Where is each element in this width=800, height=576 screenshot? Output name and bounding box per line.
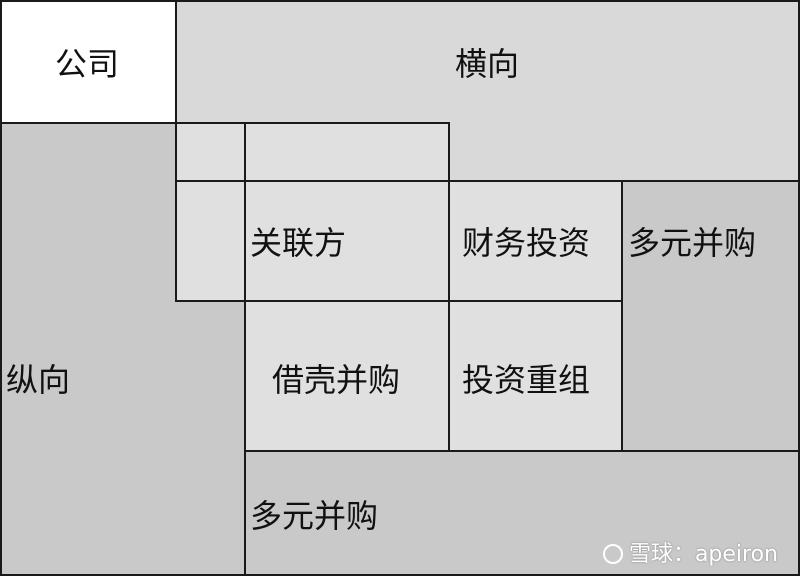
snowball-logo-icon	[602, 544, 623, 564]
diversified-ma-bottom-region	[244, 450, 800, 576]
small-cell-top-left	[175, 122, 246, 182]
vertical-label: 纵向	[6, 361, 71, 399]
horizontal-label: 横向	[455, 45, 520, 83]
diversified-ma-right-label: 多元并购	[628, 224, 757, 262]
investment-restructuring-label: 投资重组	[462, 361, 591, 399]
related-party-cell	[244, 180, 450, 302]
financial-investment-label: 财务投资	[462, 224, 591, 262]
company-cell	[0, 0, 177, 124]
investment-restructuring-cell	[448, 300, 623, 452]
related-party-label: 关联方	[250, 224, 347, 262]
watermark: 雪球：apeiron	[602, 536, 778, 568]
financial-investment-cell	[448, 180, 623, 302]
backdoor-listing-label: 借壳并购	[272, 361, 401, 399]
diversified-ma-bottom-label: 多元并购	[250, 497, 379, 535]
watermark-text: 雪球：apeiron	[628, 542, 778, 567]
small-cell-left	[175, 180, 246, 302]
company-label: 公司	[55, 45, 120, 83]
diversified-ma-right-region	[621, 180, 800, 452]
